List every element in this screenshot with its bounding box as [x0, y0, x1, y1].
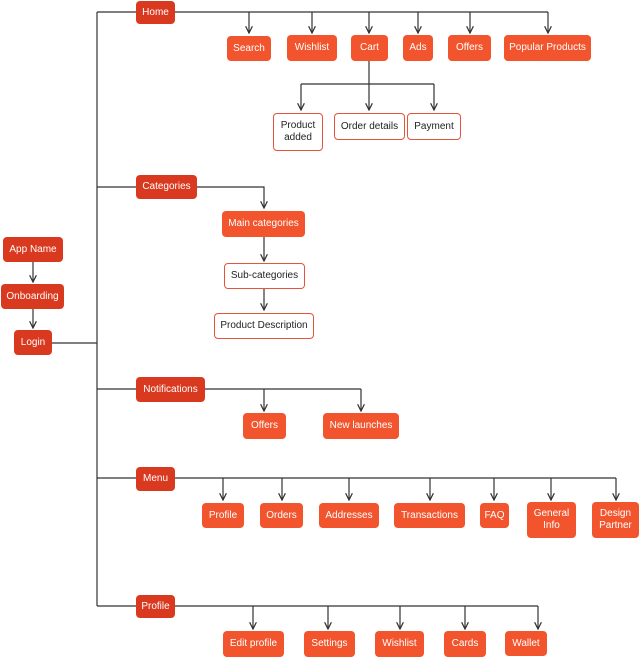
- node-faq: FAQ: [480, 503, 509, 528]
- node-onboarding: Onboarding: [1, 284, 64, 309]
- node-product-description: Product Description: [214, 313, 314, 339]
- node-design-partner: Design Partner: [592, 502, 639, 538]
- node-menu: Menu: [136, 467, 175, 491]
- node-profile-wishlist: Wishlist: [375, 631, 424, 657]
- node-categories: Categories: [136, 175, 197, 199]
- node-new-launches: New launches: [323, 413, 399, 439]
- node-wallet: Wallet: [505, 631, 547, 656]
- node-payment: Payment: [407, 113, 461, 140]
- node-cart: Cart: [351, 35, 388, 61]
- node-sub-categories: Sub-categories: [224, 263, 305, 289]
- node-addresses: Addresses: [319, 503, 379, 528]
- node-general-info: General Info: [527, 502, 576, 538]
- node-wishlist: Wishlist: [287, 35, 337, 61]
- node-app-name: App Name: [3, 237, 63, 262]
- node-offers: Offers: [448, 35, 491, 61]
- node-notifications: Notifications: [136, 377, 205, 402]
- node-order-details: Order details: [334, 113, 405, 140]
- node-product-added: Product added: [273, 113, 323, 151]
- node-transactions: Transactions: [394, 503, 465, 528]
- node-search: Search: [227, 36, 271, 61]
- node-login: Login: [14, 330, 52, 355]
- node-popular-products: Popular Products: [504, 35, 591, 61]
- node-cards: Cards: [444, 631, 486, 657]
- node-settings: Settings: [304, 631, 355, 657]
- node-home: Home: [136, 1, 175, 24]
- node-notifications-offers: Offers: [243, 413, 286, 439]
- node-profile: Profile: [136, 595, 175, 618]
- node-edit-profile: Edit profile: [223, 631, 284, 657]
- node-ads: Ads: [403, 35, 433, 61]
- node-menu-profile: Profile: [202, 503, 244, 528]
- node-orders: Orders: [260, 503, 303, 528]
- node-main-categories: Main categories: [222, 211, 305, 237]
